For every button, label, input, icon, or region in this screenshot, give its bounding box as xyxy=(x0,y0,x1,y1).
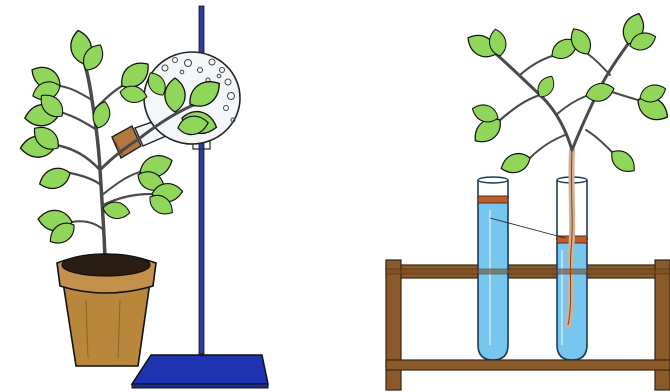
flower-pot xyxy=(57,254,156,366)
left-panel xyxy=(20,6,268,388)
rack-bottom-rail xyxy=(386,360,670,370)
rack-front-rail xyxy=(386,269,670,274)
soil xyxy=(62,254,150,276)
right-panel xyxy=(386,10,670,390)
test-tube-water xyxy=(478,177,508,360)
rooted-plant-leaves xyxy=(463,10,670,177)
rooted-plant-stems xyxy=(496,44,638,158)
stand-base xyxy=(132,355,268,384)
